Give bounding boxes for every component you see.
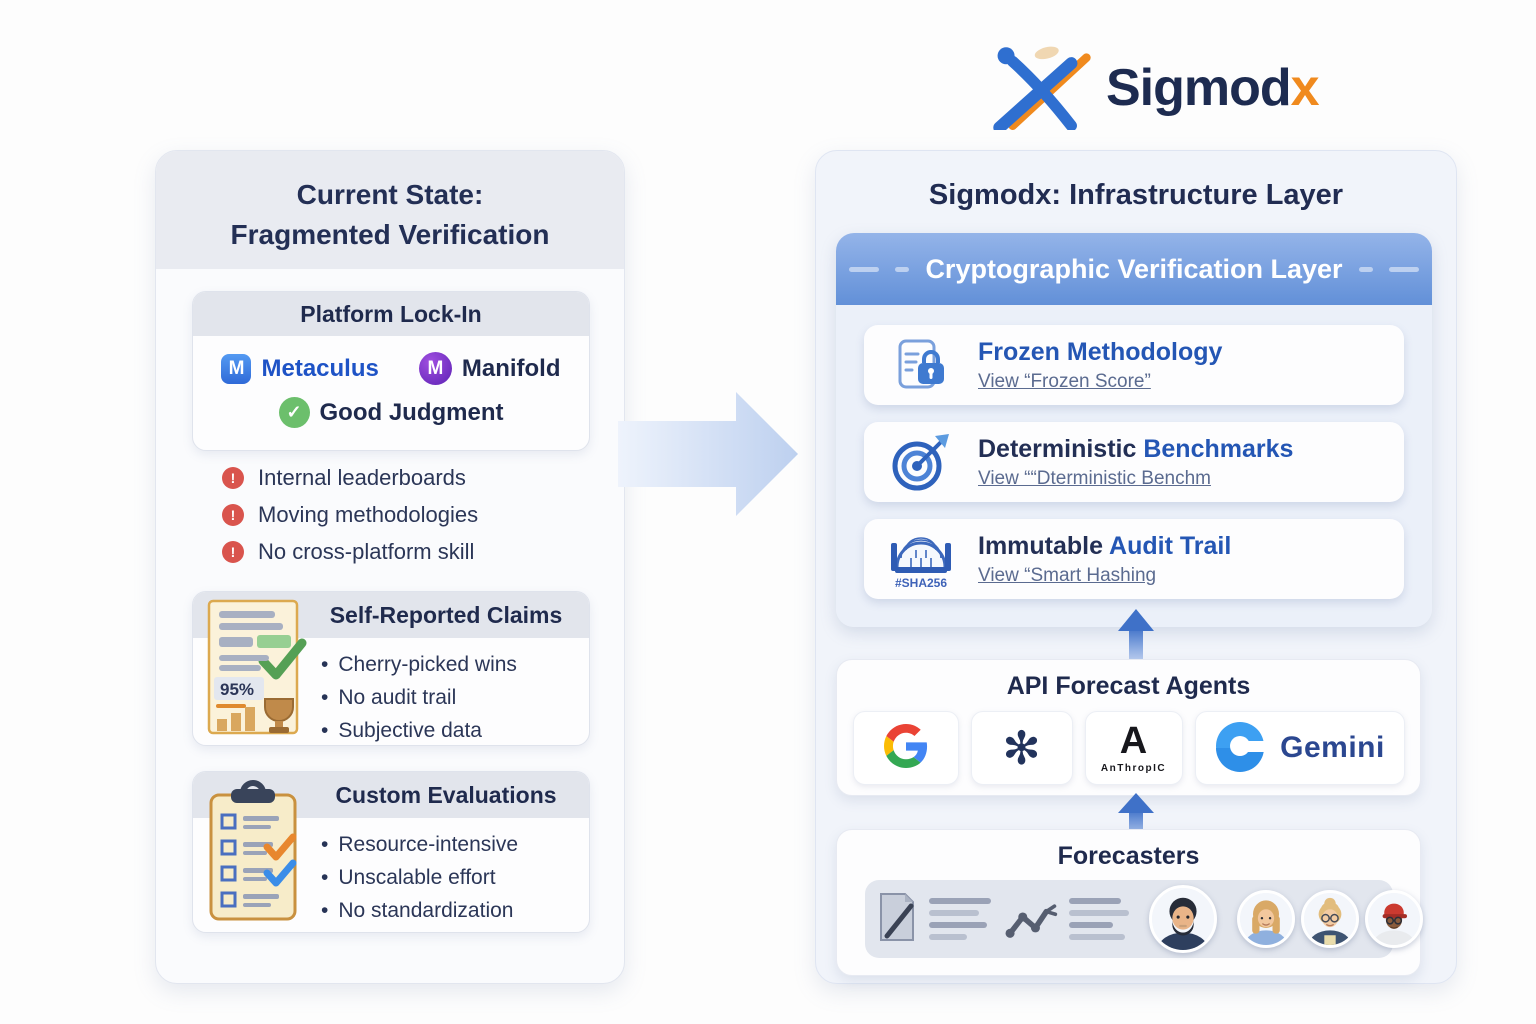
gemini-wordmark: Gemini (1280, 731, 1385, 764)
platform-manifold: M Manifold (418, 352, 561, 385)
frozen-score-link[interactable]: View “Frozen Score” (978, 370, 1151, 392)
anthropic-wordmark: AnThropIC (1100, 763, 1167, 774)
platform-row-2: ✓ Good Judgment (193, 397, 589, 428)
bullet-item: Resource-intensive (321, 828, 589, 861)
decor-dash (849, 266, 880, 272)
bullet-item: Unscalable effort (321, 861, 589, 894)
manifold-logo-icon: M (418, 352, 452, 385)
target-dart-icon (886, 432, 956, 492)
claims-bullet-list: Cherry-picked wins No audit trail Subjec… (193, 648, 589, 747)
sha256-label: #SHA256 (894, 575, 948, 590)
right-panel-title: Sigmodx: Infrastructure Layer (928, 179, 1344, 211)
report-document-illustration-icon: 95% (205, 599, 307, 744)
left-title-line1: Current State: (296, 179, 484, 210)
brand-name: Sigmodx (1106, 58, 1320, 118)
google-logo-card (852, 711, 959, 785)
platform-name: Good Judgment (319, 398, 504, 426)
anthropic-logo-icon: A (1119, 720, 1148, 762)
feature-frozen-methodology: Frozen Methodology View “Frozen Score” (864, 325, 1404, 405)
robot-arm-icon (1001, 891, 1059, 948)
feature-title: Immutable Audit Trail (978, 531, 1232, 560)
issue-item: ! No cross-platform skill (222, 539, 478, 565)
smart-hashing-link[interactable]: View “Smart Hashing (978, 564, 1157, 586)
left-panel-header: Current State: Fragmented Verification (156, 151, 624, 269)
forecasters-title: Forecasters (1057, 842, 1200, 870)
openai-logo-icon: ✻ (1002, 722, 1041, 774)
brand-main: Sigmod (1106, 59, 1292, 117)
bullet-item: No standardization (321, 894, 589, 927)
anthropic-logo-card: A AnThropIC (1084, 711, 1183, 785)
bullet-item: Cherry-picked wins (321, 648, 589, 681)
blurred-text-lines (1068, 898, 1129, 940)
openai-logo-card: ✻ (970, 711, 1073, 785)
deterministic-benchmarks-link[interactable]: View ““Dterministic Benchm (978, 467, 1211, 489)
brand-accent: x (1290, 59, 1320, 117)
platform-name: Manifold (461, 354, 561, 382)
issue-item: ! Internal leaderboards (222, 465, 478, 491)
document-pencil-icon (877, 890, 919, 949)
clipboard-checklist-icon (205, 779, 303, 930)
google-logo-icon (883, 723, 928, 773)
crypto-layer-body: Frozen Methodology View “Frozen Score” (836, 305, 1432, 627)
sigmodx-infrastructure-panel: Sigmodx: Infrastructure Layer Cryptograp… (815, 150, 1457, 984)
alert-icon: ! (222, 504, 244, 526)
avatar (1148, 885, 1217, 953)
feature-title: Frozen Methodology (978, 337, 1223, 366)
feature-title: Deterministic Benchmarks (978, 434, 1294, 463)
blurred-text-lines (928, 898, 991, 940)
gemini-logo-card: Gemini (1194, 711, 1405, 785)
issue-item: ! Moving methodologies (222, 502, 478, 528)
feature-deterministic-benchmarks: Deterministic Benchmarks View ““Dtermini… (864, 422, 1404, 502)
issue-text: Moving methodologies (258, 502, 479, 527)
platform-lockin-title: Platform Lock-In (193, 292, 589, 336)
forecasters-box: Forecasters (836, 829, 1423, 976)
self-reported-claims-card: Self-Reported Claims 95% (192, 591, 590, 746)
bullet-item: No audit trail (321, 681, 589, 714)
svg-text:95%: 95% (220, 680, 254, 699)
crypto-layer-title: Cryptographic Verification Layer (925, 253, 1343, 284)
forecasters-panel (864, 880, 1423, 958)
hash-vault-icon: #SHA256 (886, 529, 956, 590)
crypto-layer-header: Cryptographic Verification Layer (836, 233, 1432, 305)
metaculus-logo-icon: M (221, 353, 252, 384)
evals-bullet-list: Resource-intensive Unscalable effort No … (193, 828, 589, 927)
gemini-logo-icon (1214, 720, 1267, 777)
check-circle-icon: ✓ (278, 397, 310, 428)
current-state-panel: Current State: Fragmented Verification P… (155, 150, 625, 984)
arrow-up-icon (1118, 609, 1154, 666)
issue-list: ! Internal leaderboards ! Moving methodo… (222, 465, 478, 565)
issue-text: Internal leaderboards (258, 465, 466, 490)
alert-icon: ! (222, 541, 244, 563)
sigmodx-logo: Sigmodx (990, 40, 1350, 136)
agent-logo-row: ✻ A AnThropIC Gemini (837, 711, 1420, 785)
bullet-item: Subjective data (321, 714, 589, 747)
issue-text: No cross-platform skill (258, 539, 475, 564)
api-forecast-agents-box: API Forecast Agents ✻ (836, 659, 1421, 796)
decor-dash (1388, 266, 1419, 272)
avatar (1300, 890, 1359, 948)
platform-row-1: M Metaculus M Manifold (193, 352, 589, 385)
alert-icon: ! (222, 467, 244, 489)
api-agents-title: API Forecast Agents (1006, 672, 1251, 700)
decor-dash (1358, 266, 1373, 272)
decor-dash (895, 266, 910, 272)
sigmodx-logo-icon (990, 42, 1094, 135)
feature-immutable-audit-trail: #SHA256 Immutable Audit Trail View “Smar… (864, 519, 1404, 599)
avatar (1364, 890, 1423, 948)
left-title-line2: Fragmented Verification (230, 219, 550, 250)
avatar (1236, 890, 1295, 948)
crypto-verification-box: Cryptographic Verification Layer (836, 233, 1432, 627)
platform-goodjudgment: ✓ Good Judgment (278, 397, 504, 428)
document-lock-icon (886, 337, 956, 393)
platform-name: Metaculus (261, 354, 379, 382)
platform-metaculus: M Metaculus (221, 353, 379, 384)
arrow-right-icon (618, 392, 798, 521)
custom-evaluations-card: Custom Evaluations (192, 771, 590, 933)
platform-lockin-card: Platform Lock-In M Metaculus M Manifold … (192, 291, 590, 451)
